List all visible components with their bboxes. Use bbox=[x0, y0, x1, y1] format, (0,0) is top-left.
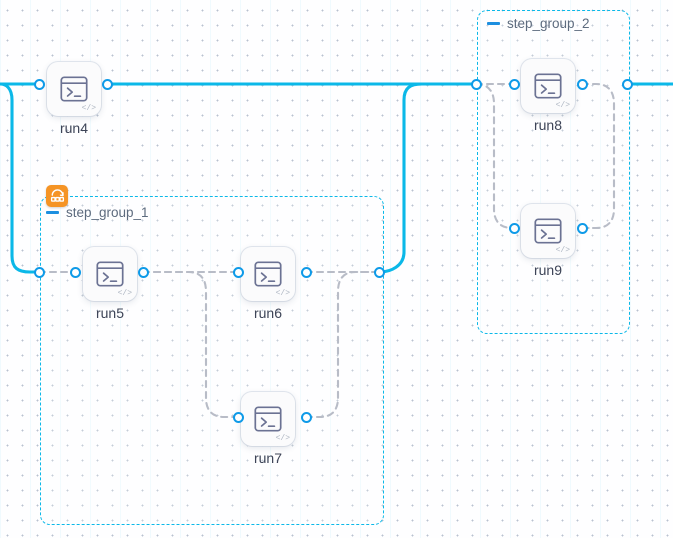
code-badge: </> bbox=[275, 434, 290, 443]
port-run5-out[interactable] bbox=[137, 266, 149, 278]
node-label: run8 bbox=[533, 117, 563, 133]
port-run7-in[interactable] bbox=[232, 411, 244, 423]
terminal-icon bbox=[534, 218, 562, 244]
port-run9-out[interactable] bbox=[576, 222, 588, 234]
edge-entry-to-group1 bbox=[0, 82, 41, 274]
terminal-icon bbox=[534, 73, 562, 99]
node-run6[interactable]: </> run6 bbox=[241, 247, 295, 321]
node-run9[interactable]: </> run9 bbox=[521, 204, 575, 278]
code-badge: </> bbox=[275, 289, 290, 298]
terminal-icon bbox=[254, 261, 282, 287]
group-title: step_group_2 bbox=[507, 16, 590, 31]
node-label: run7 bbox=[253, 450, 283, 466]
minus-icon[interactable] bbox=[46, 211, 59, 214]
port-run7-out[interactable] bbox=[300, 411, 312, 423]
group-label-step_group_1[interactable]: step_group_1 bbox=[46, 205, 149, 220]
node-label: run6 bbox=[253, 305, 283, 321]
node-label: run4 bbox=[59, 120, 89, 136]
node-body[interactable]: </> bbox=[521, 204, 575, 258]
port-run8-out[interactable] bbox=[576, 78, 588, 90]
node-body[interactable]: </> bbox=[83, 247, 137, 301]
node-body[interactable]: </> bbox=[47, 62, 101, 116]
node-body[interactable]: </> bbox=[241, 247, 295, 301]
port-run9-in[interactable] bbox=[508, 222, 520, 234]
code-badge: </> bbox=[555, 101, 570, 110]
port-run4-out[interactable] bbox=[101, 78, 113, 90]
group-step_group_1[interactable] bbox=[40, 196, 384, 525]
node-body[interactable]: </> bbox=[241, 392, 295, 446]
node-label: run5 bbox=[95, 305, 125, 321]
code-badge: </> bbox=[117, 289, 132, 298]
minus-icon[interactable] bbox=[487, 22, 500, 25]
terminal-icon bbox=[254, 406, 282, 432]
port-group2-in[interactable] bbox=[470, 78, 482, 90]
edge-group1-out-to-main bbox=[377, 82, 424, 274]
node-run7[interactable]: </> run7 bbox=[241, 392, 295, 466]
node-run5[interactable]: </> run5 bbox=[83, 247, 137, 321]
port-run4-in[interactable] bbox=[33, 78, 45, 90]
port-run6-out[interactable] bbox=[300, 266, 312, 278]
port-group1-in[interactable] bbox=[33, 266, 45, 278]
group-title: step_group_1 bbox=[66, 205, 149, 220]
port-run6-in[interactable] bbox=[232, 266, 244, 278]
port-run5-in[interactable] bbox=[69, 266, 81, 278]
terminal-icon bbox=[60, 76, 88, 102]
port-group1-out[interactable] bbox=[373, 266, 385, 278]
node-body[interactable]: </> bbox=[521, 59, 575, 113]
loop-group-icon bbox=[46, 185, 68, 207]
terminal-icon bbox=[96, 261, 124, 287]
port-group2-out[interactable] bbox=[621, 78, 633, 90]
node-label: run9 bbox=[533, 262, 563, 278]
code-badge: </> bbox=[555, 246, 570, 255]
group-label-step_group_2[interactable]: step_group_2 bbox=[487, 16, 590, 31]
node-run8[interactable]: </> run8 bbox=[521, 59, 575, 133]
code-badge: </> bbox=[81, 104, 96, 113]
node-run4[interactable]: </> run4 bbox=[47, 62, 101, 136]
port-run8-in[interactable] bbox=[508, 78, 520, 90]
